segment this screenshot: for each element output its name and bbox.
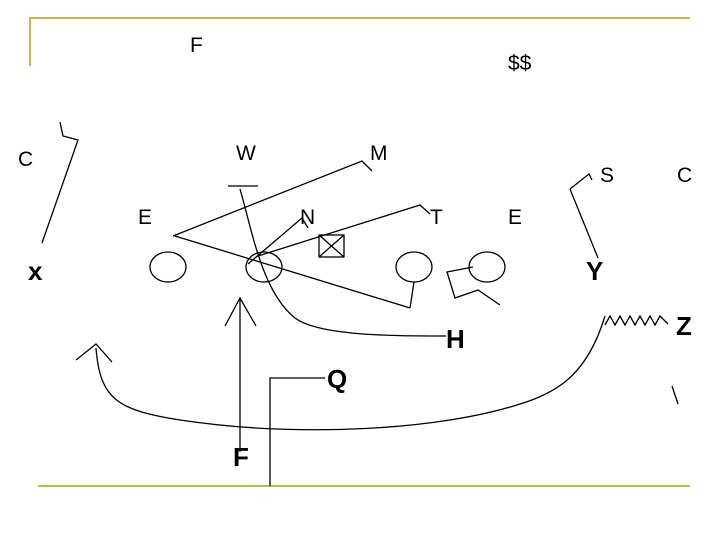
left-guard-oval [245,251,283,283]
corner-right-tick [671,385,679,405]
mike-drop-route [172,160,373,237]
will-blitz-route [239,188,446,337]
label-fullback: F [233,442,249,472]
quarterback-drop [269,377,325,486]
label-h-back: H [446,324,465,354]
label-split-end: x [28,256,43,286]
label-nose: N [300,206,315,229]
sweep-arrowhead [75,343,113,363]
right-guard-oval [395,251,433,283]
flanker-motion [604,314,669,327]
label-will: W [236,142,256,165]
left-tackle-oval [149,251,187,283]
right-tackle-block [446,266,501,306]
right-guard-block [409,281,415,309]
label-corner-left: C [18,148,33,171]
fullback-arrowhead [224,296,257,327]
tackle-slant [257,204,431,257]
label-mike: M [370,142,388,165]
label-tackle: T [430,206,443,229]
label-end-right: E [508,206,522,229]
label-strong-safety: S [600,164,614,187]
corner-left-route [41,121,79,244]
strong-safety-route [569,188,599,259]
label-money: $$ [508,52,532,75]
center-box [318,234,345,258]
top-rule [29,17,690,66]
strong-safety-marker [569,172,593,190]
label-corner-right: C [677,164,692,187]
sweep-route [95,315,606,431]
end-left-slant [174,235,411,309]
label-end-left: E [138,206,152,229]
nose-slant [247,217,309,265]
right-tackle-oval [468,251,506,283]
label-free-safety: F [190,34,203,57]
label-tight-end: Y [586,256,603,286]
label-quarterback: Q [327,364,347,394]
label-flanker: Z [676,311,692,341]
